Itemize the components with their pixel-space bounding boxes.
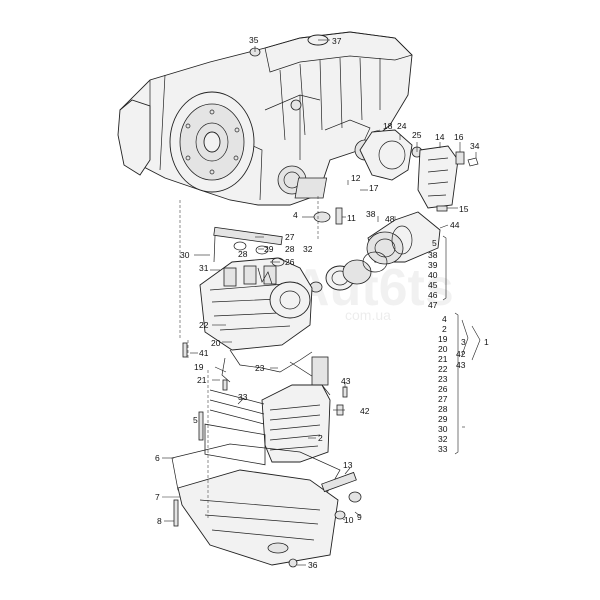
callout-27: 27 [285,232,295,242]
callout-2: 2 [318,433,323,443]
group-lower-item: 28 [438,404,448,414]
group-list-upper: 5 38 39 40 45 46 47 [428,238,438,310]
callout-37: 37 [332,36,342,46]
callout-28-b: 28 [238,249,248,259]
valve-body-cover [309,211,441,293]
callout-11: 11 [347,213,356,223]
group-upper-item: 39 [428,260,438,270]
group-lower-item: 30 [438,424,448,434]
callout-43: 43 [341,376,351,386]
group-lower-item: 22 [438,364,448,374]
callout-21: 21 [197,375,207,385]
callout-14: 14 [435,132,445,142]
callout-18: 18 [383,121,393,131]
callout-29: 29 [264,244,274,254]
callout-36: 36 [308,560,318,570]
callout-6: 6 [155,453,160,463]
callout-15: 15 [459,204,469,214]
leader-lines [162,39,477,566]
group-lower-item: 32 [438,434,448,444]
callout-7: 7 [155,492,160,502]
group-upper-item: 5 [432,238,437,248]
callout-41: 41 [199,348,209,358]
group-upper-item: 45 [428,280,438,290]
group-lower-item: 26 [438,384,448,394]
group-lower-mid-item: 43 [456,360,466,370]
group-lower-item: 27 [438,394,448,404]
callout-9: 9 [357,512,362,522]
transmission-housing [119,31,413,206]
group-upper-item: 47 [428,300,438,310]
group-list-lower: 4 2 19 20 21 22 23 26 27 28 29 30 32 33 … [438,314,489,454]
group-lower-ref: 1 [484,337,489,347]
callout-42: 42 [360,406,370,416]
callout-17: 17 [369,183,379,193]
watermark-domain: com.ua [345,307,391,323]
callout-10: 10 [344,515,354,525]
callout-44: 44 [450,220,460,230]
callout-34: 34 [470,141,480,151]
callout-5: 5 [193,415,198,425]
callout-31: 31 [199,263,209,273]
group-upper-item: 38 [428,250,438,260]
callout-38: 38 [366,209,376,219]
callout-labels: 35 37 18 24 25 14 16 34 12 17 15 4 11 38… [155,35,480,570]
mechatronic-unit [199,226,313,351]
group-lower-item: 29 [438,414,448,424]
group-lower-item: 20 [438,344,448,354]
group-lower-item: 23 [438,374,448,384]
callout-16: 16 [454,132,464,142]
callout-30: 30 [180,250,190,260]
bracket-groups [442,235,481,455]
callout-19: 19 [194,362,204,372]
wiring-harness [221,349,331,396]
callout-26: 26 [285,257,295,267]
callout-35: 35 [249,35,259,45]
callout-13: 13 [343,460,353,470]
callout-23: 23 [255,363,265,373]
group-upper-item: 46 [428,290,438,300]
drive-plate [169,91,255,193]
group-lower-mid-item: 42 [456,349,466,359]
callout-32: 32 [303,244,313,254]
group-lower-item: 21 [438,354,448,364]
callout-20: 20 [211,338,221,348]
group-lower-item: 2 [442,324,447,334]
group-lower-item: 33 [438,444,448,454]
callout-22: 22 [199,320,209,330]
group-upper-item: 40 [428,270,438,280]
callout-4: 4 [293,210,298,220]
callout-12: 12 [351,173,361,183]
oil-pan [171,443,362,568]
group-lower-item: 4 [442,314,447,324]
callout-25: 25 [412,130,422,140]
bell-housing [117,99,151,176]
callout-8: 8 [157,516,162,526]
callout-48: 48 [385,214,395,224]
callout-24: 24 [397,121,407,131]
callout-33: 33 [238,392,248,402]
alignment-lines [179,196,319,520]
group-lower-mid-item: 3 [461,337,466,347]
group-lower-item: 19 [438,334,448,344]
callout-28-a: 28 [285,244,295,254]
